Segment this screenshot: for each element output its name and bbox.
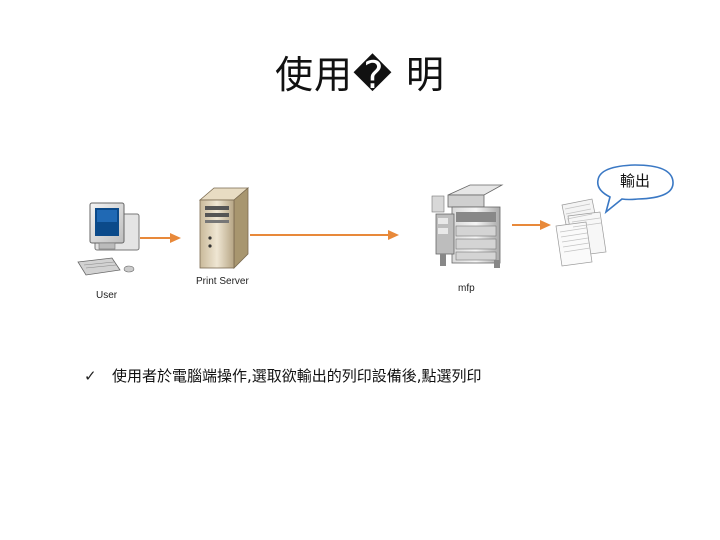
arrow-mfp-to-output [512,220,551,230]
node-label-mfp: mfp [458,283,475,294]
checkmark-icon: ✓ [84,366,97,385]
speech-bubble [596,164,674,215]
bullet-item: ✓ 使用者於電腦端操作,選取欲輸出的列印設備後,點選列印 [84,365,482,386]
node-label-print-server: Print Server [196,276,249,287]
arrow-server-to-mfp [250,230,399,240]
bubble-text: 輸出 [619,172,650,190]
desktop-computer-icon [77,202,140,276]
server-tower-icon [198,187,250,269]
multifunction-printer-icon [431,184,504,268]
printed-pages-icon [555,198,607,267]
node-label-user: User [96,290,118,301]
slide-title: 使用� 明 [274,53,446,97]
bullet-text: 使用者於電腦端操作,選取欲輸出的列印設備後,點選列印 [112,367,482,385]
arrow-user-to-server [140,233,181,243]
